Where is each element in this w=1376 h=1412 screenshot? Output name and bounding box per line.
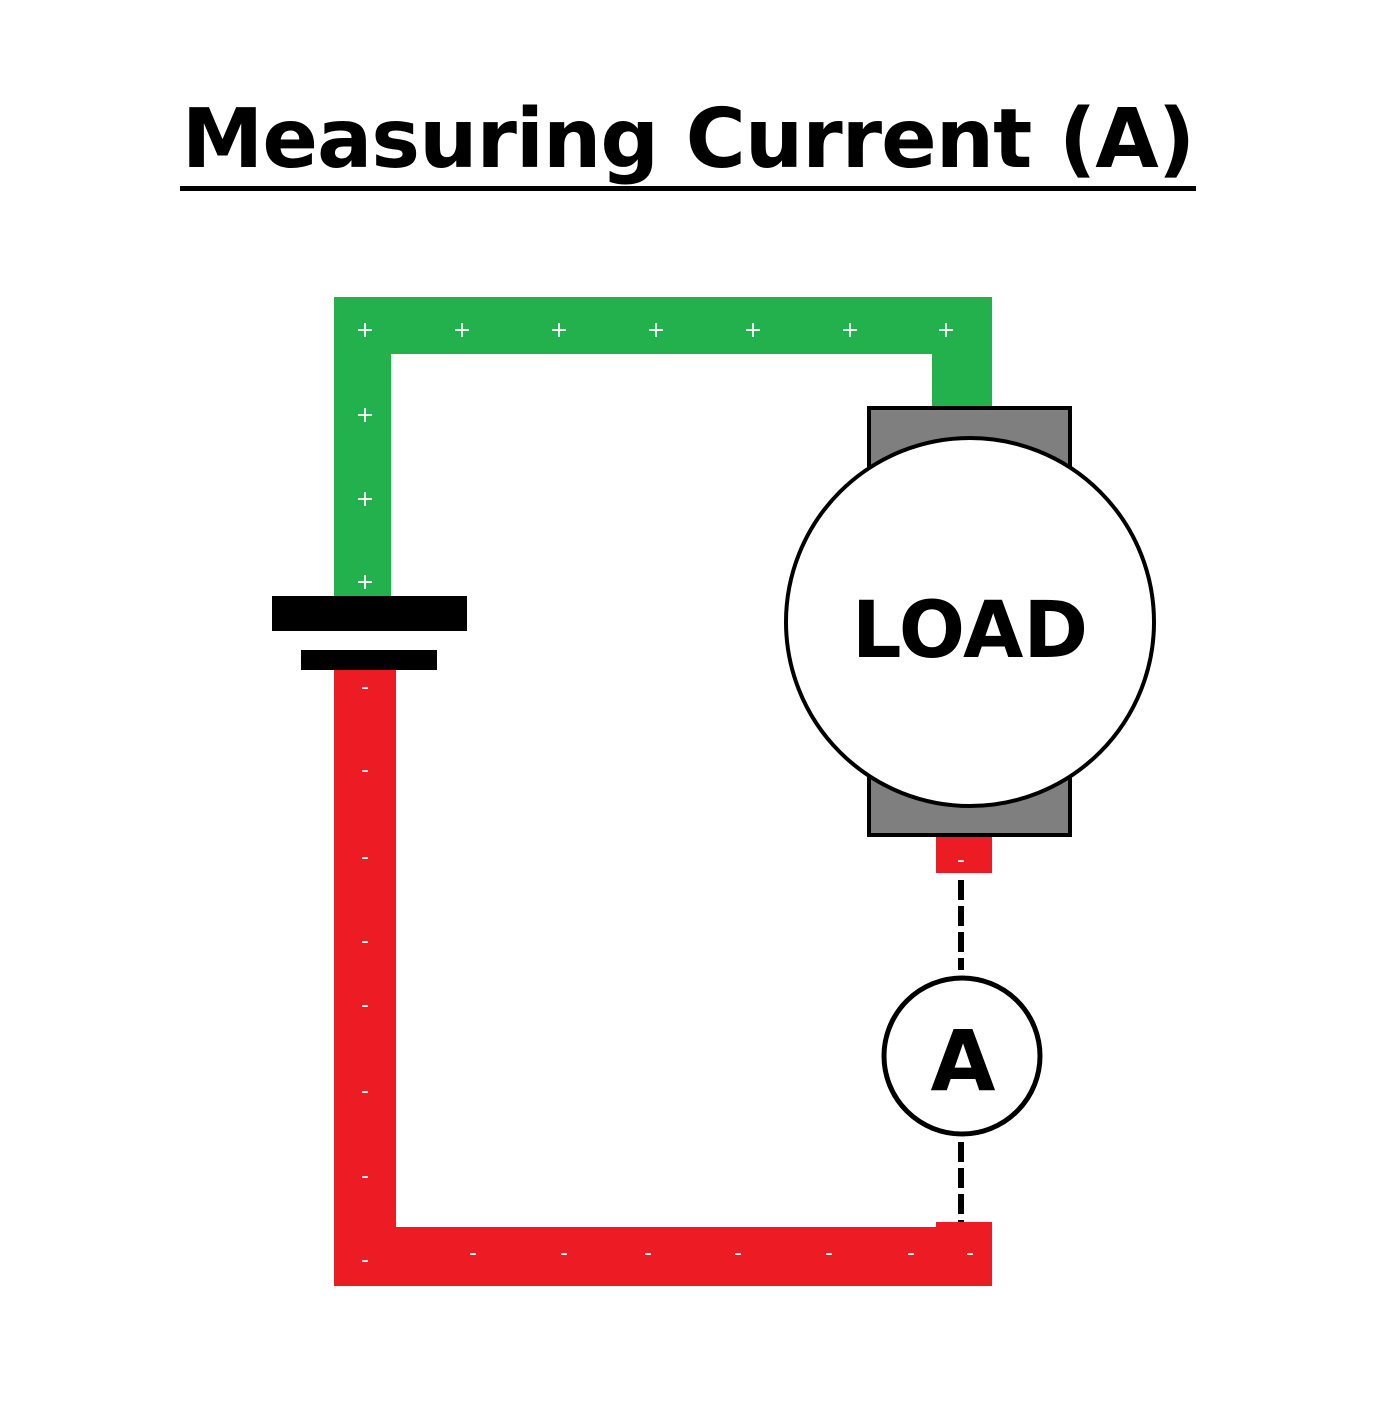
plus-sign: + [356, 318, 374, 343]
plus-sign: + [453, 318, 471, 343]
load-circle [784, 436, 1156, 808]
positive-wire-left-segment [334, 297, 391, 596]
minus-sign: - [361, 1164, 369, 1189]
minus-sign: - [361, 845, 369, 870]
ammeter: A [881, 975, 1043, 1137]
negative-polarity-marks: - - - - - - - - - - - - - - - - [361, 675, 974, 1273]
minus-sign: - [957, 848, 965, 873]
minus-sign: - [361, 993, 369, 1018]
plus-sign: + [356, 487, 374, 512]
positive-polarity-marks: + + + + + + + + + + [356, 318, 955, 595]
minus-sign: - [469, 1241, 477, 1266]
negative-wire-left-segment [334, 668, 396, 1286]
page-title: Measuring Current (A) [0, 92, 1376, 191]
plus-sign: + [356, 403, 374, 428]
ammeter-circle [881, 975, 1043, 1137]
plus-sign: + [841, 318, 859, 343]
load-label: LOAD [852, 586, 1088, 676]
load-negative-terminal [936, 836, 992, 873]
minus-sign: - [361, 758, 369, 783]
positive-wire-right-segment [932, 297, 992, 410]
minus-sign: - [560, 1241, 568, 1266]
minus-sign: - [361, 1079, 369, 1104]
minus-sign: - [734, 1241, 742, 1266]
plus-sign: + [647, 318, 665, 343]
battery-symbol [272, 596, 467, 670]
page-title-text: Measuring Current (A) [179, 94, 1197, 191]
minus-sign: - [825, 1241, 833, 1266]
plus-sign: + [744, 318, 762, 343]
minus-sign: - [361, 1248, 369, 1273]
ammeter-label: A [930, 1012, 995, 1110]
negative-wire [334, 668, 992, 1286]
minus-sign: - [361, 929, 369, 954]
load-component: LOAD [784, 406, 1156, 837]
minus-sign: - [644, 1241, 652, 1266]
negative-wire-bottom-segment [334, 1227, 992, 1286]
minus-sign: - [361, 675, 369, 700]
minus-sign: - [907, 1241, 915, 1266]
negative-wire-return-stub [936, 1222, 992, 1286]
minus-sign: - [966, 1241, 974, 1266]
positive-wire [334, 297, 992, 596]
positive-wire-top-segment [334, 297, 992, 354]
plus-sign: + [550, 318, 568, 343]
battery-positive-plate [272, 596, 467, 631]
plus-sign: + [937, 318, 955, 343]
battery-negative-plate [301, 650, 437, 670]
plus-sign: + [356, 570, 374, 595]
